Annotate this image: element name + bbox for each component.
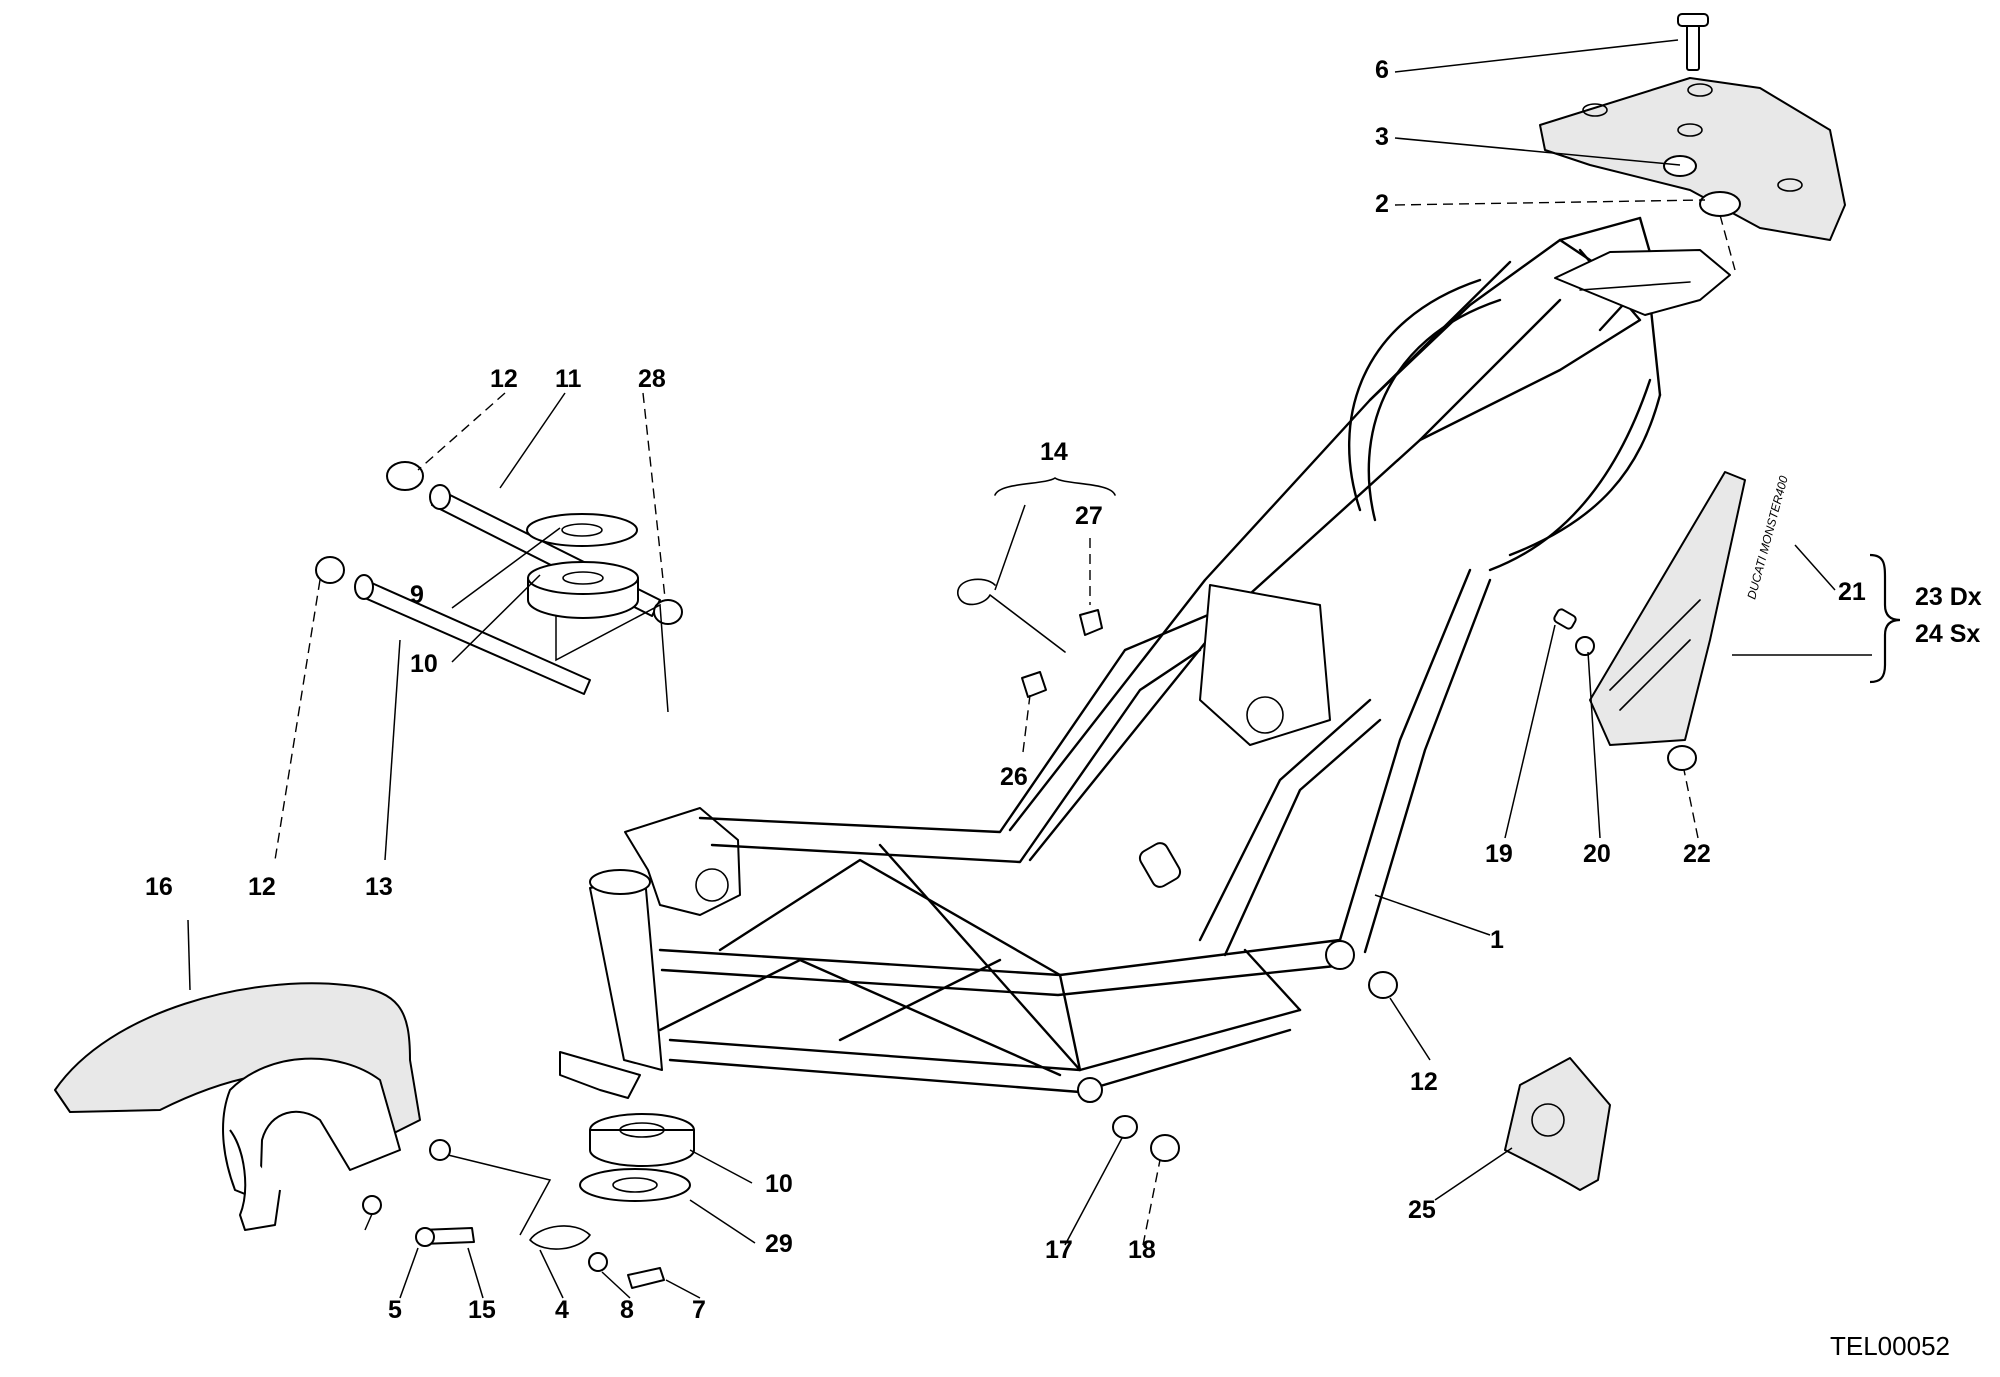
callout-3: 3 bbox=[1375, 123, 1389, 151]
callout-13: 13 bbox=[365, 873, 393, 901]
callout-25: 25 bbox=[1408, 1196, 1436, 1224]
screw-6 bbox=[1686, 19, 1700, 71]
callout-16: 16 bbox=[145, 873, 173, 901]
brace-label-dx: 23 Dx bbox=[1915, 583, 1982, 611]
callout-6: 6 bbox=[1375, 56, 1389, 84]
callout-17: 17 bbox=[1045, 1236, 1073, 1264]
callout-21: 21 bbox=[1838, 578, 1866, 606]
callout-10: 10 bbox=[765, 1170, 793, 1198]
callout-12: 12 bbox=[248, 873, 276, 901]
steering-bearings bbox=[315, 513, 695, 1202]
tank-logo: DUCATI MONSTER400 bbox=[1744, 474, 1791, 601]
leader-lines bbox=[187, 39, 1872, 1299]
side-panel: DUCATI MONSTER400 bbox=[1553, 471, 1791, 771]
callout-2: 2 bbox=[1375, 190, 1389, 218]
callout-26: 26 bbox=[1000, 763, 1028, 791]
callout-19: 19 bbox=[1485, 840, 1513, 868]
drawing-code: TEL00052 bbox=[1830, 1331, 1950, 1361]
brace-label-sx: 24 Sx bbox=[1915, 620, 1980, 648]
callout-10: 10 bbox=[410, 650, 438, 678]
callout-8: 8 bbox=[620, 1296, 634, 1324]
callout-20: 20 bbox=[1583, 840, 1611, 868]
callout-12: 12 bbox=[490, 365, 518, 393]
callout-22: 22 bbox=[1683, 840, 1711, 868]
callout-7: 7 bbox=[692, 1296, 706, 1324]
callout-labels: 6 3 2 12 11 28 9 10 14 27 26 21 23 Dx 24… bbox=[145, 56, 1982, 1324]
callout-29: 29 bbox=[765, 1230, 793, 1258]
frame-plugs bbox=[1112, 971, 1398, 1162]
callout-1: 1 bbox=[1490, 926, 1504, 954]
grommet-3 bbox=[1663, 155, 1697, 177]
front-mudguard bbox=[54, 982, 665, 1289]
callout-28: 28 bbox=[638, 365, 666, 393]
warning-label bbox=[1504, 1057, 1611, 1191]
callout-14: 14 bbox=[1040, 438, 1068, 466]
callout-18: 18 bbox=[1128, 1236, 1156, 1264]
callout-4: 4 bbox=[555, 1296, 569, 1324]
brace bbox=[1869, 553, 1901, 684]
callout-12: 12 bbox=[1410, 1068, 1438, 1096]
tail-cover bbox=[1539, 13, 1846, 271]
callout-9: 9 bbox=[410, 581, 424, 609]
callout-11: 11 bbox=[555, 365, 582, 393]
callout-5: 5 bbox=[388, 1296, 402, 1324]
frame-assembly bbox=[559, 216, 1731, 1103]
callout-15: 15 bbox=[468, 1296, 496, 1324]
pin-clip-group bbox=[957, 477, 1116, 698]
grommet-2 bbox=[1699, 191, 1741, 217]
callout-27: 27 bbox=[1075, 502, 1103, 530]
